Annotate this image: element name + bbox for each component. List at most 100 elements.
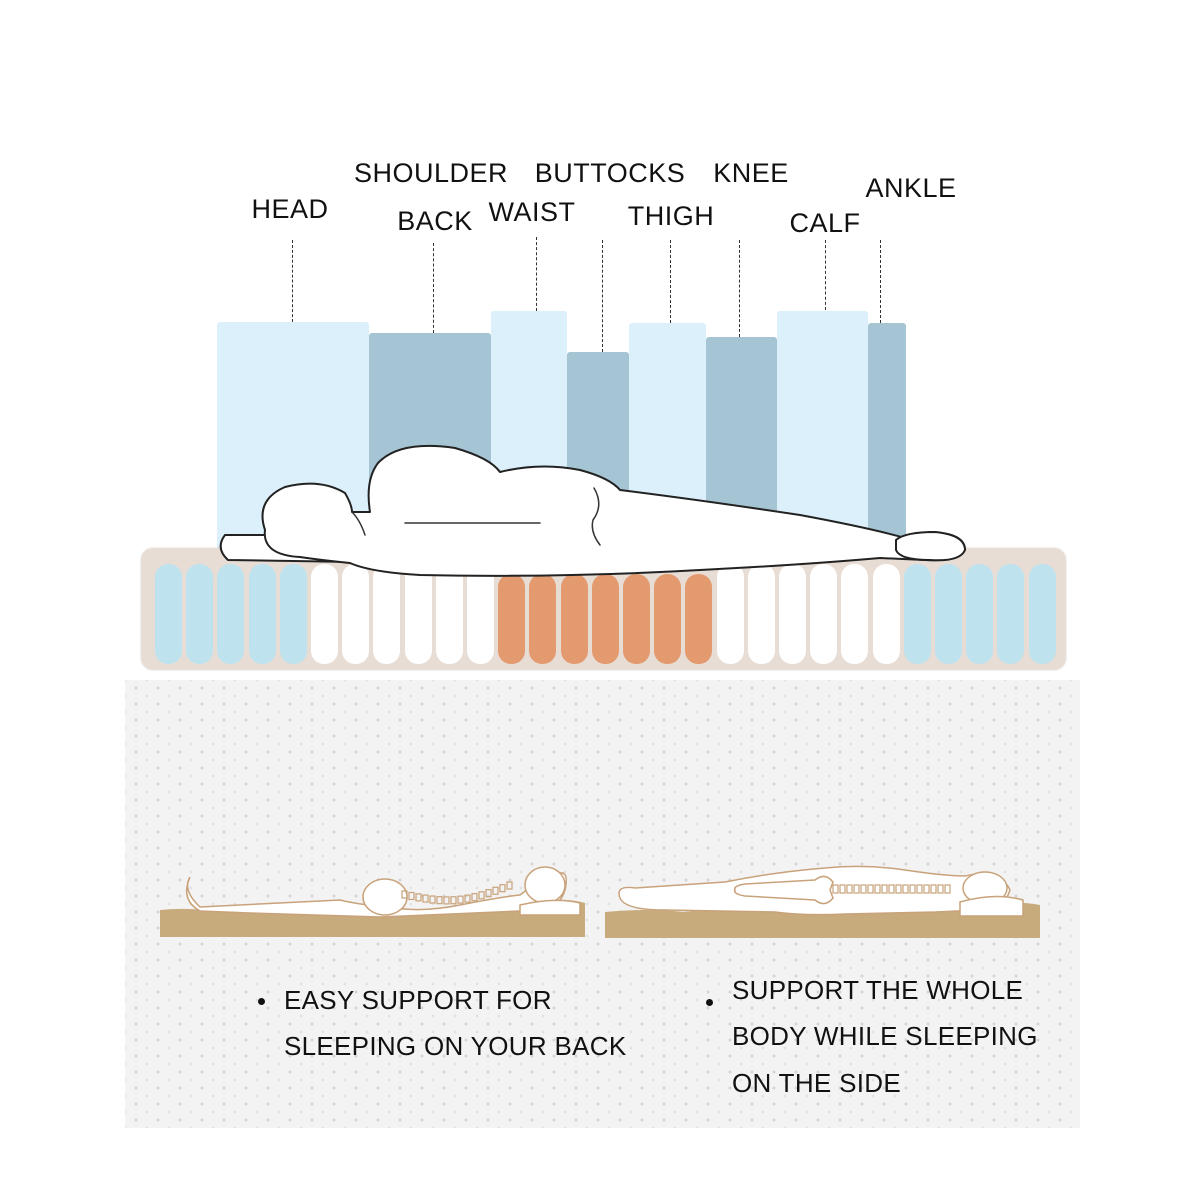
vertebra [874, 884, 881, 894]
back-sleeper-pillow [519, 899, 581, 916]
leader-line-calf [825, 240, 826, 310]
caption-bullet-side [706, 999, 713, 1006]
leader-line-ankle [880, 240, 881, 323]
caption-back-line2: SLEEPING ON YOUR BACK [284, 1031, 627, 1061]
leader-line-waist [536, 237, 537, 311]
zone-label-waist: WAIST [488, 197, 576, 227]
spring-coil-white [872, 564, 900, 664]
back-sleeper-spine [401, 881, 513, 905]
vertebra [485, 889, 492, 898]
vertebra [450, 896, 457, 905]
vertebra [422, 894, 429, 903]
vertebra [499, 884, 506, 893]
vertebra [916, 884, 923, 894]
zone-label-ankle: ANKLE [865, 173, 957, 203]
spring-coil-blue [248, 564, 276, 664]
spring-coil-blue [997, 564, 1025, 664]
vertebra [930, 884, 937, 894]
vertebra [506, 881, 513, 890]
leader-line-thigh [670, 240, 671, 323]
side-sleeping-illustration [605, 865, 1040, 938]
side-sleeper-figure [219, 444, 966, 577]
zone-bar-ankle [868, 323, 906, 552]
leader-line-knee [739, 240, 740, 337]
vertebra [492, 886, 499, 895]
sleeper-body-outline [261, 444, 966, 577]
back-sleeper-pelvis [362, 878, 408, 916]
vertebra [429, 895, 436, 904]
back-sleeping-illustration [160, 866, 585, 937]
vertebra [937, 884, 944, 894]
vertebra [867, 884, 874, 894]
spring-coil-white [435, 564, 463, 664]
spring-coil-blue [1028, 564, 1056, 664]
spring-coil-white [810, 564, 838, 664]
vertebra [923, 884, 930, 894]
side-sleeper-pillow [959, 895, 1024, 917]
spring-coil-orange [560, 574, 588, 664]
spring-coil-white [467, 564, 494, 664]
spring-coil-orange [654, 574, 682, 664]
vertebra [401, 890, 408, 899]
back-sleeper-head [524, 866, 566, 904]
caption-side-line2: BODY WHILE SLEEPING [732, 1021, 1038, 1051]
caption-back-line1: EASY SUPPORT FOR [284, 985, 552, 1015]
spring-coil-white [373, 564, 401, 664]
zone-label-thigh: THIGH [627, 201, 715, 231]
zone-label-buttocks: BUTTOCKS [534, 158, 686, 188]
spring-coil-white [747, 564, 775, 664]
vertebra [839, 884, 846, 894]
vertebra [478, 891, 485, 900]
spring-coil-white [779, 564, 806, 664]
spring-coil-white [311, 564, 338, 664]
spring-coil-white [716, 564, 744, 664]
foot-shape [895, 531, 966, 562]
vertebra [944, 884, 951, 894]
caption-side-line3: ON THE SIDE [732, 1068, 901, 1098]
vertebra [846, 884, 853, 894]
zone-bar-calf [777, 311, 868, 552]
spring-coil-orange [498, 574, 526, 664]
spring-coil-blue [903, 564, 931, 664]
side-sleeper-spine [832, 884, 951, 894]
caption-bullet-back [258, 998, 265, 1005]
spring-coil-blue [279, 564, 307, 664]
vertebra [853, 884, 860, 894]
spring-coil-white [404, 564, 432, 664]
vertebra [895, 884, 902, 894]
vertebra [881, 884, 888, 894]
pocket-spring-mattress [141, 548, 1066, 670]
vertebra [471, 893, 478, 902]
vertebra [909, 884, 916, 894]
spring-coil-orange [591, 574, 619, 664]
buttocks-curve [591, 487, 601, 546]
leader-line-back [433, 243, 434, 333]
spring-coil-white [342, 564, 370, 664]
vertebra [902, 884, 909, 894]
spring-coil-blue [966, 564, 994, 664]
spring-coil-white [841, 564, 869, 664]
zone-label-shoulder: SHOULDER [353, 158, 509, 188]
spring-coil-orange [685, 574, 713, 664]
vertebra [832, 884, 839, 894]
spring-coil-blue [935, 564, 962, 664]
spring-coil-blue [155, 564, 182, 664]
vertebra [415, 893, 422, 902]
vertebra [443, 896, 450, 905]
zone-label-back: BACK [397, 206, 473, 236]
vertebra [464, 894, 471, 903]
leader-line-head [292, 240, 293, 322]
side-sleeper-femur [733, 875, 834, 905]
vertebra [888, 884, 895, 894]
caption-side-line1: SUPPORT THE WHOLE [732, 975, 1024, 1005]
spring-coil-orange [529, 574, 557, 664]
vertebra [457, 895, 464, 904]
spring-coil-orange [623, 574, 650, 664]
vertebra [436, 896, 443, 905]
vertebra [408, 891, 415, 901]
spring-coil-blue [217, 564, 245, 664]
vertebra [860, 884, 867, 894]
zone-label-calf: CALF [789, 208, 861, 238]
zone-label-head: HEAD [251, 194, 329, 224]
leader-line-buttocks [602, 240, 603, 352]
